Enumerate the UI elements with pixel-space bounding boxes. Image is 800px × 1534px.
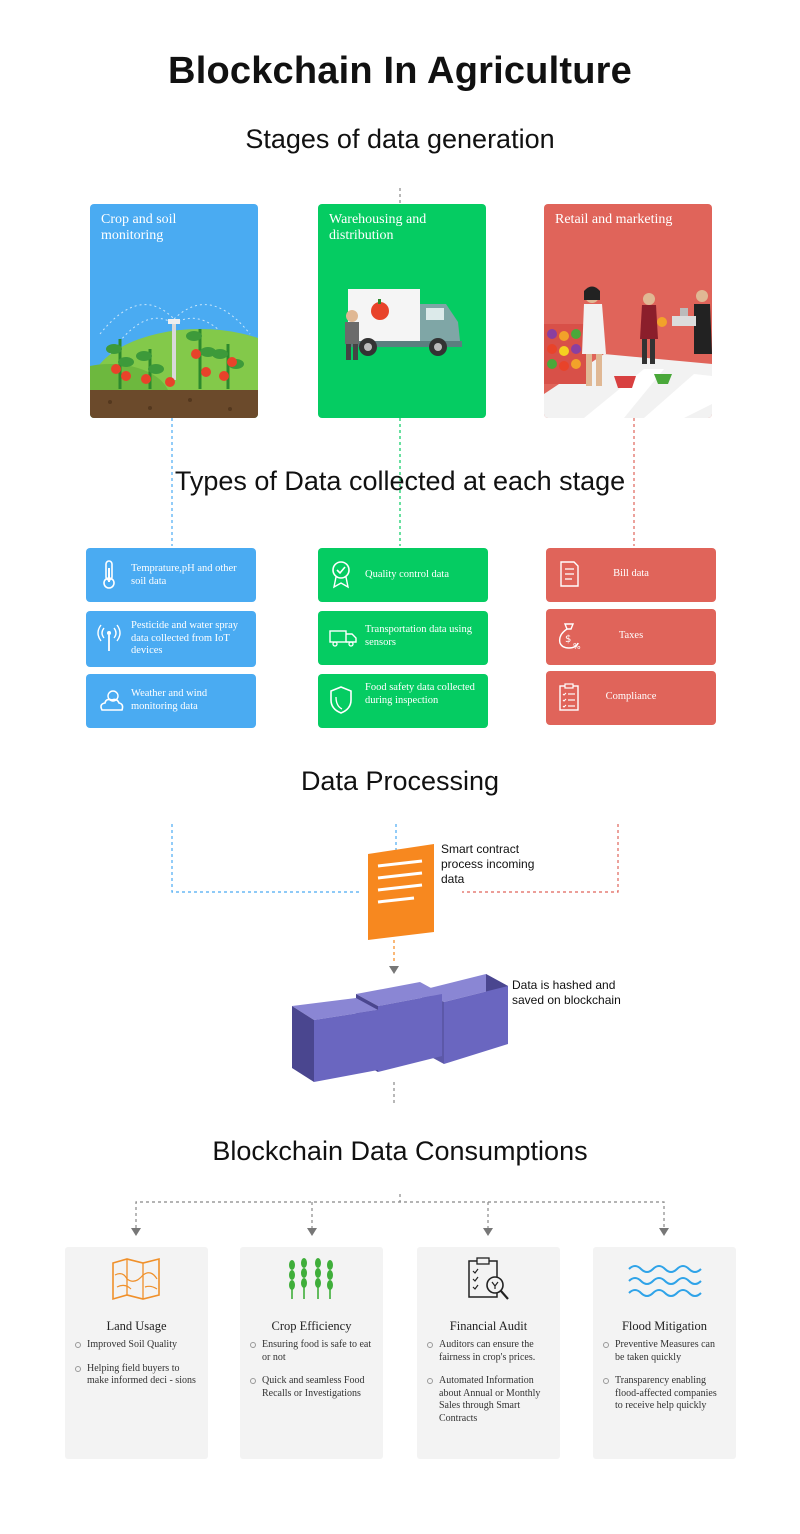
list-item: Transparency enabling flood-affected com… [601, 1375, 726, 1413]
weather-icon [100, 690, 124, 711]
list-item: Quick and seamless Food Recalls or Inves… [248, 1375, 373, 1400]
clipboard-icon [559, 683, 579, 711]
consumption-title-flood-mitigation: Flood Mitigation [621, 1319, 708, 1333]
thermometer-icon [103, 560, 115, 589]
list-item: Ensuring food is safe to eat or not [248, 1339, 373, 1364]
section-title-consumptions: Blockchain Data Consumptions [212, 1136, 588, 1166]
list-item: Preventive Measures can be taken quickly [601, 1339, 726, 1364]
retail-illustration [544, 286, 712, 418]
consumption-card-flood-mitigation: Flood Mitigation Preventive Measures can… [593, 1247, 736, 1459]
antenna-icon [97, 624, 121, 651]
data-item-transport-text: Transportation data using sensors [365, 624, 472, 648]
wheat-icon [289, 1258, 333, 1299]
svg-text:$: $ [565, 634, 571, 645]
consumption-list-financial-audit: Auditors can ensure the fairness in crop… [425, 1339, 550, 1436]
data-item-compliance: Compliance [546, 671, 716, 725]
stage-crop-soil-label: Crop and soil monitoring [101, 212, 177, 243]
data-item-transport: Transportation data using sensors [318, 611, 488, 665]
data-item-soil-text: Temprature,pH and other soil data [131, 563, 237, 587]
page-title: Blockchain In Agriculture [168, 50, 632, 92]
consumption-card-crop-efficiency: Crop Efficiency Ensuring food is safe to… [240, 1247, 383, 1459]
data-item-pesticide: Pesticide and water spray data collected… [86, 611, 256, 667]
consumption-title-land-usage: Land Usage [106, 1319, 167, 1333]
section-title-processing: Data Processing [300, 766, 500, 796]
data-item-food-safety: Food safety data collected during inspec… [318, 674, 488, 728]
smart-contract-icon [368, 844, 434, 940]
consumption-title-crop-efficiency: Crop Efficiency [271, 1319, 352, 1333]
section-title-stages: Stages of data generation [245, 124, 555, 154]
data-item-taxes-text: Taxes [618, 630, 644, 641]
shield-icon [330, 686, 352, 714]
blockchain-blocks-icon [292, 974, 508, 1082]
consumption-title-financial-audit: Financial Audit [449, 1319, 528, 1333]
data-item-bill-text: Bill data [613, 568, 649, 579]
truck-icon [329, 630, 357, 647]
quality-badge-icon [332, 561, 350, 589]
truck-illustration [345, 289, 462, 360]
list-item: Helping field buyers to make informed de… [73, 1363, 198, 1388]
audit-icon [468, 1257, 509, 1300]
data-item-compliance-text: Compliance [605, 691, 657, 702]
data-item-soil: Temprature,pH and other soil data [86, 548, 256, 602]
list-item: Automated Information about Annual or Mo… [425, 1375, 550, 1425]
data-item-quality: Quality control data [318, 548, 488, 602]
consumption-list-flood-mitigation: Preventive Measures can be taken quickly… [601, 1339, 726, 1424]
data-item-quality-text: Quality control data [365, 569, 449, 580]
consumption-card-land-usage: Land Usage Improved Soil Quality Helping… [65, 1247, 208, 1459]
consumption-list-crop-efficiency: Ensuring food is safe to eat or not Quic… [248, 1339, 373, 1411]
svg-text:%: % [573, 642, 581, 651]
data-item-food-safety-text: Food safety data collected during inspec… [365, 682, 475, 706]
data-item-bill: Bill data [546, 548, 716, 602]
blockchain-note: Data is hashed and saved on blockchain [512, 978, 621, 1007]
consumption-list-land-usage: Improved Soil Quality Helping field buye… [73, 1339, 198, 1399]
stage-retail: Retail and marketing [544, 204, 712, 418]
smart-contract-note: Smart contract process incoming data [441, 842, 535, 886]
data-item-weather-text: Weather and wind monitoring data [131, 688, 208, 712]
list-item: Auditors can ensure the fairness in crop… [425, 1339, 550, 1364]
waves-icon [628, 1265, 702, 1297]
money-bag-icon: $ % [558, 623, 581, 651]
data-item-weather: Weather and wind monitoring data [86, 674, 256, 728]
stage-warehousing-label: Warehousing and distribution [329, 212, 427, 243]
data-item-taxes: $ % Taxes [546, 609, 716, 665]
stage-crop-soil: Crop and soil monitoring [90, 204, 258, 418]
crop-field-illustration [90, 304, 258, 418]
stage-warehousing: Warehousing and distribution [318, 204, 486, 418]
list-item: Improved Soil Quality [73, 1339, 198, 1352]
stage-retail-label: Retail and marketing [555, 212, 673, 227]
map-icon [112, 1257, 160, 1301]
data-item-pesticide-text: Pesticide and water spray data collected… [131, 620, 239, 656]
bill-icon [560, 561, 579, 587]
consumption-card-financial-audit: Financial Audit Auditors can ensure the … [417, 1247, 560, 1459]
